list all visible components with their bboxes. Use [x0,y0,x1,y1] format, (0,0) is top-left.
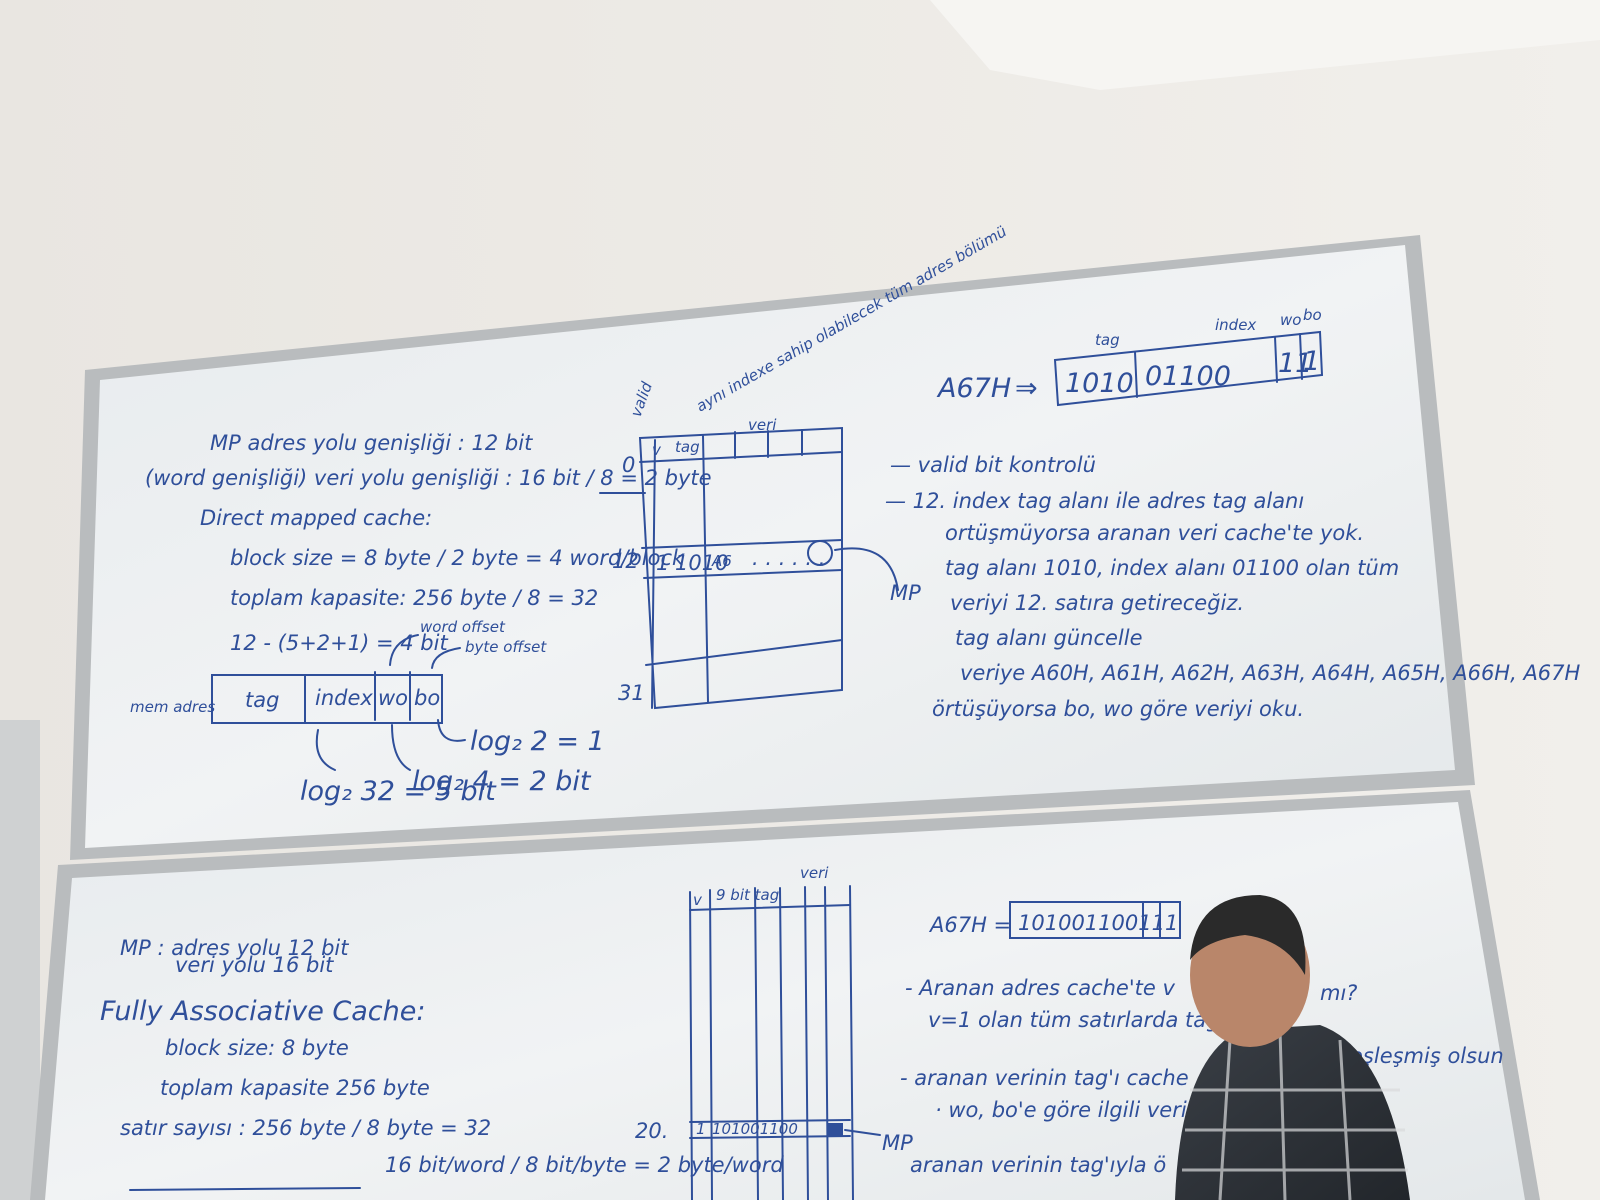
bo-log-arrow [437,719,466,742]
lower-word-size: 16 bit/word / 8 bit/byte = 2 byte/word [385,1153,784,1177]
lower-right-notes: - Aranan adres cache'te v v=1 olan tüm s… [900,976,1504,1177]
field-wo: wo [378,686,408,710]
lower-row-valid: 1 [696,1120,706,1138]
fully-associative-table: v 9 bit tag veri 20. 1 101001100 MP [635,864,913,1200]
note-tag-index: tag alanı 1010, index alanı 01100 olan t… [945,556,1399,580]
word-offset-label: word offset [420,618,506,636]
lower-col-v: v [693,891,703,909]
field-index: index [315,686,373,710]
upper-label-wo: wo [1280,311,1301,329]
lower-row-data-block [827,1123,843,1137]
svg-text:. . . . . .: . . . . . . [752,546,825,570]
wall-fixture [0,720,40,1200]
address-format-box: tag index wo bo mem adres word offset by… [130,618,605,807]
log-wo: log₂ 4 = 2 bit [412,766,592,797]
instructor [1175,895,1410,1200]
lower-address-breakdown: A67H = 101001100111 [928,901,1181,939]
instructor-shirt [1175,1025,1410,1200]
lower-row-label: 20. [635,1119,668,1143]
data-bus-note: (word genişliği) veri yolu genişliği : 1… [145,466,712,490]
lower-mp-label: MP [882,1131,913,1155]
row-0-label: 0 [622,453,635,477]
lower-data-bus: veri yolu 16 bit [175,953,334,977]
upper-label-tag: tag [1095,331,1120,349]
shirt-plaid [1182,1029,1408,1200]
row12-data: A6 [711,552,732,570]
lower-row-tag: 101001100 [712,1120,798,1138]
word-offset-arrow [389,634,419,666]
note-update: tag alanı güncelle [955,626,1143,650]
tag-bits-note: 12 - (5+2+1) = 4 bit [230,631,448,655]
row-31-label: 31 [618,681,645,705]
wo-log-arrow [391,724,411,771]
svg-text:⇒: ⇒ [1015,373,1038,404]
upper-address-breakdown: A67H ⇒ 1010 01100 11 1 tag index wo bo [936,306,1324,407]
lower-note-4: - aranan verinin tag'ı cache [900,1066,1189,1090]
lower-address-box-top [129,1187,361,1191]
upper-label-bo: bo [1303,306,1322,324]
capacity-note: toplam kapasite: 256 byte / 8 = 32 [230,586,598,610]
lower-col-tag: 9 bit tag [716,886,779,904]
lower-mp-arrow [844,1129,881,1136]
note-miss: ortüşmüyorsa aranan veri cache'te yok. [945,521,1364,545]
lower-note-6: · wo, bo'e göre ilgili veri [935,1098,1187,1122]
upper-bits-index: 01100 [1145,361,1231,392]
row12-valid: 1 [656,551,669,575]
lower-left-notes: MP : adres yolu 12 bit veri yolu 16 bit … [100,936,784,1191]
byte-offset-arrow [431,647,461,669]
field-bo: bo [414,686,440,710]
ceiling-light [930,0,1600,90]
log-index: log₂ 32 = 5 bit [300,776,497,807]
lower-cache-type: Fully Associative Cache: [100,996,425,1027]
field-tag: tag [245,688,279,712]
upper-address-label: A67H [936,373,1011,404]
note-valid: — valid bit kontrolü [890,453,1096,477]
lower-mp-address: MP : adres yolu 12 bit [120,936,349,960]
lower-note-2: v=1 olan tüm satırlarda tag [928,1008,1219,1032]
mp-address-note: MP adres yolu genişliği : 12 bit [210,431,533,455]
col-tag: tag [675,438,700,456]
upper-bits-wo: 11 [1278,348,1312,379]
upper-board-surface [85,245,1455,848]
instructor-hair [1190,895,1306,975]
lower-note-7: aranan verinin tag'ıyla ö [910,1153,1166,1177]
upper-bits-bo: 1 [1303,346,1320,377]
col-v: v [652,441,662,459]
lower-note-5: eşleşmiş olsun [1350,1044,1504,1068]
col-veri: veri [748,416,777,434]
note-index-tag: — 12. index tag alanı ile adres tag alan… [885,489,1304,513]
note-fetch: veriyi 12. satıra getireceğiz. [950,591,1244,615]
index-log-arrow [315,729,336,771]
lower-note-3: mı? [1320,981,1357,1005]
lower-col-veri: veri [800,864,829,882]
row12-tag: 1010 [675,551,728,575]
cache-type-note: Direct mapped cache: [200,506,432,530]
lower-address-label: A67H = [928,913,1011,937]
lower-note-1: - Aranan adres cache'te v [905,976,1175,1000]
upper-right-notes: — valid bit kontrolü — 12. index tag ala… [885,453,1581,721]
lower-row-count: satır sayısı : 256 byte / 8 byte = 32 [120,1116,491,1140]
row-12-label: 12 [612,549,639,573]
note-addresses: veriye A60H, A61H, A62H, A63H, A64H, A65… [960,661,1581,685]
upper-left-notes: MP adres yolu genişliği : 12 bit (word g… [145,431,712,655]
log-bo: log₂ 2 = 1 [470,726,605,757]
lower-address-bits: 101001100111 [1018,911,1178,935]
block-size-note: block size = 8 byte / 2 byte = 4 word/bl… [230,546,685,570]
upper-mp-label: MP [890,581,921,605]
lower-capacity: toplam kapasite 256 byte [160,1076,430,1100]
mem-adres-label: mem adres [130,698,215,716]
upper-label-index: index [1215,316,1256,334]
to-mp-arrow [834,547,899,591]
upper-bits-tag: 1010 [1065,368,1134,399]
byte-offset-label: byte offset [465,638,547,656]
note-hit: örtüşüyorsa bo, wo göre veriyi oku. [932,697,1304,721]
lower-block-size: block size: 8 byte [165,1036,349,1060]
